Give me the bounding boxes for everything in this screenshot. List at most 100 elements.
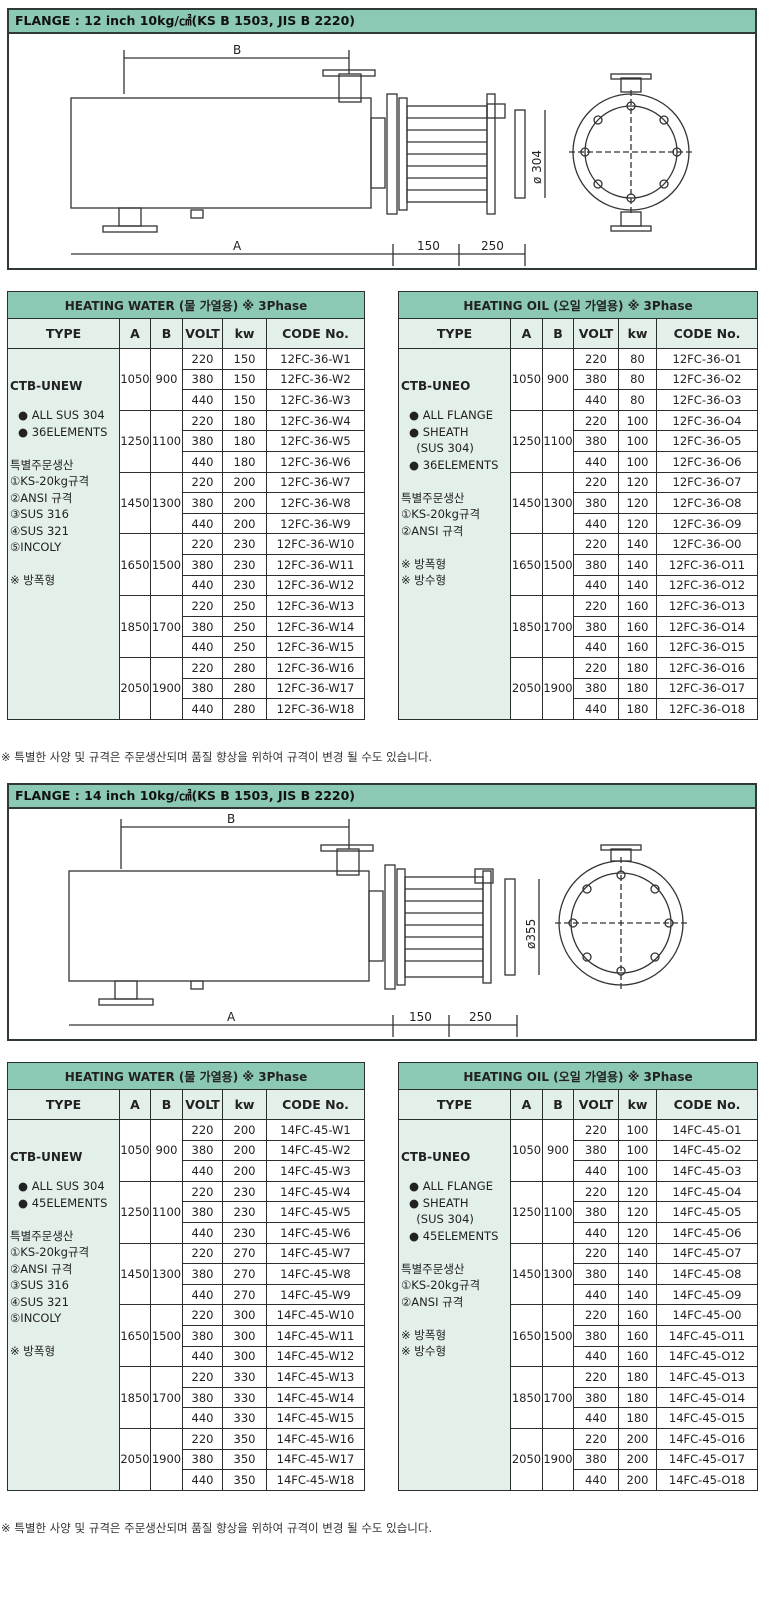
- kw-cell: 100: [618, 1139, 657, 1162]
- volt-cell: 380: [573, 677, 619, 700]
- description-line: [10, 1211, 117, 1228]
- type-cell: CTB-UNEO● ALL FLANGE● SHEATH (SUS 304)● …: [398, 348, 511, 720]
- dimension-a: 1450: [119, 1242, 151, 1306]
- table-caption: HEATING OIL (오일 가열용) ※ 3Phase: [398, 291, 758, 319]
- flange-panel: FLANGE : 14 inch 10kg/㎠(KS B 1503, JIS B…: [7, 783, 757, 1041]
- volt-cell: 440: [182, 1345, 223, 1368]
- volt-cell: 380: [573, 615, 619, 638]
- dimension-b: 1700: [150, 1366, 183, 1429]
- kw-cell: 160: [618, 1345, 657, 1368]
- code-cell: 14FC-45-O7: [656, 1242, 758, 1265]
- kw-cell: 140: [618, 533, 657, 555]
- dimension-a: 1050: [119, 348, 151, 411]
- volt-cell: 220: [182, 409, 223, 432]
- dimension-b: 1300: [150, 1242, 183, 1306]
- kw-cell: 80: [618, 348, 657, 370]
- table-caption-row: HEATING OIL (오일 가열용) ※ 3Phase: [398, 291, 758, 319]
- column-header: B: [150, 1089, 183, 1120]
- dimension-b: 1900: [542, 1427, 574, 1491]
- heater-drawing: B A 150 250 ø355: [68, 812, 687, 1037]
- dimension-a: 1850: [119, 595, 151, 658]
- kw-cell: 180: [222, 409, 267, 432]
- model-description: ● ALL FLANGE● SHEATH (SUS 304)● 45ELEMEN…: [401, 1178, 508, 1360]
- label-a: A: [227, 1010, 236, 1024]
- model-name: CTB-UNEW: [10, 1150, 83, 1164]
- kw-cell: 80: [618, 389, 657, 411]
- description-line: ①KS-20kg규격: [401, 1278, 481, 1292]
- column-header: VOLT: [573, 1089, 619, 1120]
- description-line: ⑤INCOLY: [10, 540, 62, 554]
- column-header: B: [150, 318, 183, 349]
- label-b: B: [227, 812, 235, 826]
- volt-cell: 220: [573, 595, 619, 617]
- volt-cell: 440: [182, 636, 223, 658]
- kw-cell: 180: [618, 677, 657, 700]
- code-cell: 14FC-45-O17: [656, 1448, 758, 1471]
- dimension-b: 1900: [150, 656, 183, 720]
- description-line: ③SUS 316: [10, 1278, 69, 1292]
- kw-cell: 330: [222, 1407, 267, 1429]
- footnote: ※ 특별한 사양 및 규격은 주문생산되며 품질 향상을 위하여 규격이 변경 …: [1, 750, 433, 764]
- volt-cell: 380: [182, 1386, 223, 1409]
- dimension-a: 1050: [510, 348, 543, 411]
- code-cell: 12FC-36-W12: [265, 574, 366, 597]
- dimension-b: 1100: [542, 1180, 574, 1244]
- code-cell: 12FC-36-W5: [265, 430, 366, 452]
- column-header: A: [510, 318, 543, 349]
- table-caption-row: HEATING WATER (물 가열용) ※ 3Phase: [6, 291, 366, 319]
- code-cell: 12FC-36-O13: [656, 595, 758, 617]
- volt-cell: 220: [182, 533, 223, 555]
- code-cell: 12FC-36-O14: [656, 615, 758, 638]
- description-line: ②ANSI 규격: [401, 1294, 464, 1309]
- dimension-b: 1100: [542, 409, 574, 473]
- kw-cell: 200: [222, 1119, 267, 1141]
- dimension-b: 900: [542, 1119, 574, 1182]
- column-header: A: [119, 318, 151, 349]
- volt-cell: 220: [573, 348, 619, 370]
- dim-150: 150: [409, 1010, 432, 1024]
- volt-cell: 380: [573, 1324, 619, 1347]
- code-cell: 14FC-45-W3: [265, 1160, 366, 1182]
- description-line: ● SHEATH: [409, 424, 469, 439]
- volt-cell: 380: [182, 492, 223, 514]
- volt-cell: 380: [182, 553, 223, 576]
- dimension-b: 1300: [542, 471, 574, 535]
- kw-cell: 200: [222, 471, 267, 494]
- description-line: 특별주문생산: [10, 1228, 74, 1243]
- kw-cell: 140: [618, 1283, 657, 1306]
- description-line: ⑤INCOLY: [10, 1311, 62, 1325]
- code-cell: 12FC-36-W16: [265, 656, 366, 679]
- description-line: [401, 539, 508, 556]
- description-line: ● ALL FLANGE: [409, 408, 493, 422]
- table-row: CTB-UNEO● ALL FLANGE● SHEATH (SUS 304)● …: [398, 1119, 758, 1491]
- code-cell: 14FC-45-O5: [656, 1201, 758, 1223]
- code-cell: 14FC-45-O11: [656, 1324, 758, 1347]
- code-cell: 14FC-45-W15: [265, 1407, 366, 1429]
- volt-cell: 220: [182, 348, 223, 370]
- dimension-a: 1050: [510, 1119, 543, 1182]
- code-cell: 12FC-36-O5: [656, 430, 758, 452]
- code-cell: 12FC-36-O11: [656, 553, 758, 576]
- volt-cell: 440: [573, 512, 619, 535]
- volt-cell: 380: [573, 1201, 619, 1223]
- column-header: kw: [618, 1089, 657, 1120]
